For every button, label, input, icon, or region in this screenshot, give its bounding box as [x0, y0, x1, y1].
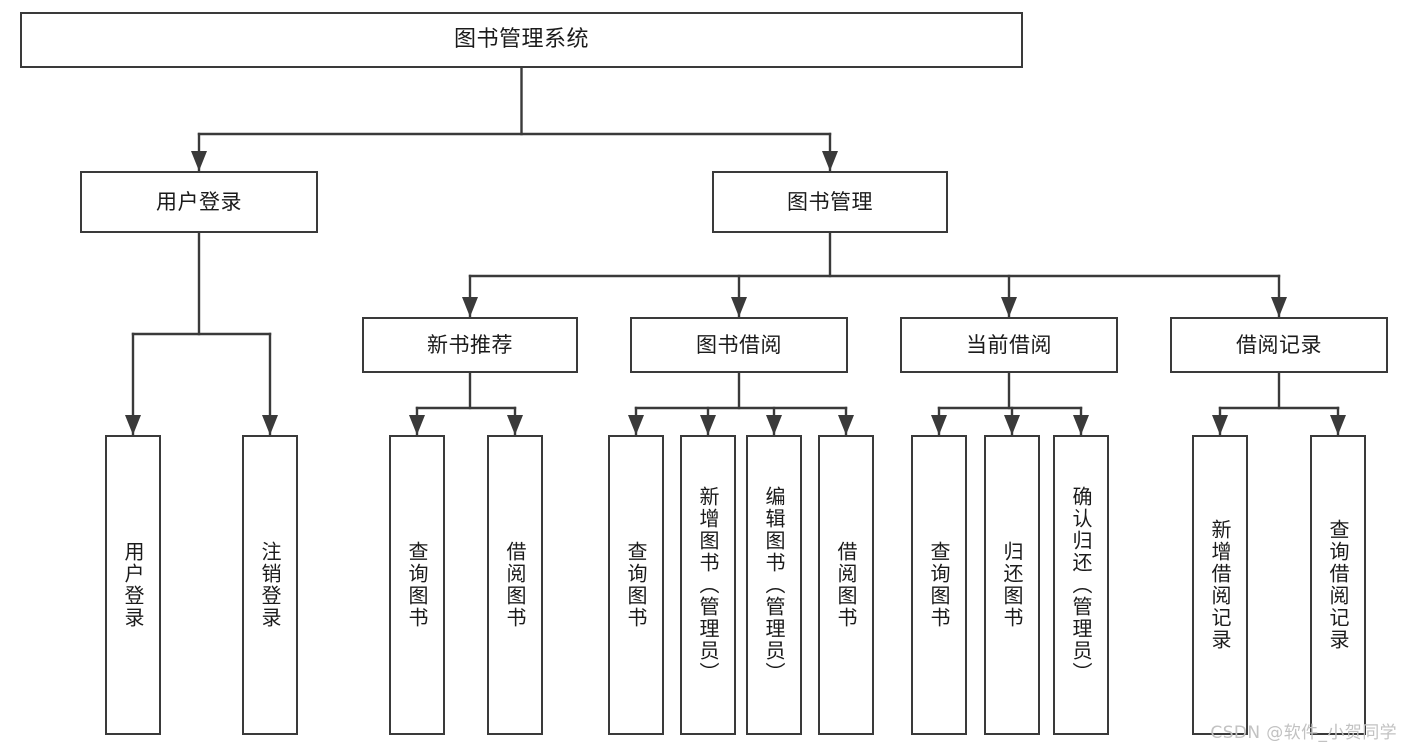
node-current-borrow[interactable]: 当前借阅 [900, 317, 1118, 373]
node-leaf-query-book-borrow[interactable]: 查询图书 [608, 435, 664, 735]
node-label-leaf-query-book-rec: 查询图书 [405, 541, 429, 629]
node-label-leaf-query-book-current: 查询图书 [927, 541, 951, 629]
arrow-icon-leaf-edit-book [766, 415, 782, 435]
node-leaf-add-borrow-record[interactable]: 新增借阅记录 [1192, 435, 1248, 735]
node-label-new-book-recommend: 新书推荐 [427, 332, 513, 357]
node-leaf-query-book-current[interactable]: 查询图书 [911, 435, 967, 735]
arrow-icon-leaf-return-book [1004, 415, 1020, 435]
arrow-icon-leaf-add-borrow-record [1212, 415, 1228, 435]
node-label-leaf-borrow-book: 借阅图书 [834, 541, 858, 629]
node-label-leaf-borrow-book-rec: 借阅图书 [503, 541, 527, 629]
node-leaf-return-book[interactable]: 归还图书 [984, 435, 1040, 735]
arrow-icon-leaf-query-book-borrow [628, 415, 644, 435]
node-leaf-borrow-book[interactable]: 借阅图书 [818, 435, 874, 735]
node-user-login[interactable]: 用户登录 [80, 171, 318, 233]
arrow-icon-new-book-recommend [462, 297, 478, 317]
node-label-book-borrow: 图书借阅 [696, 332, 782, 357]
node-label-leaf-confirm-return: 确认归还（管理员） [1069, 486, 1093, 684]
node-label-leaf-query-book-borrow: 查询图书 [624, 541, 648, 629]
node-leaf-borrow-book-rec[interactable]: 借阅图书 [487, 435, 543, 735]
node-book-borrow[interactable]: 图书借阅 [630, 317, 848, 373]
arrow-icon-user-login [191, 151, 207, 171]
node-label-user-login: 用户登录 [156, 189, 242, 214]
node-label-root: 图书管理系统 [453, 27, 589, 53]
arrow-icon-current-borrow [1001, 297, 1017, 317]
arrow-icon-book-borrow [731, 297, 747, 317]
node-leaf-query-book-rec[interactable]: 查询图书 [389, 435, 445, 735]
node-new-book-recommend[interactable]: 新书推荐 [362, 317, 578, 373]
arrow-icon-leaf-query-book-rec [409, 415, 425, 435]
arrow-icon-book-manage [822, 151, 838, 171]
arrow-icon-leaf-query-borrow-record [1330, 415, 1346, 435]
arrow-icon-leaf-add-book [700, 415, 716, 435]
node-leaf-add-book[interactable]: 新增图书（管理员） [680, 435, 736, 735]
node-label-leaf-user-login: 用户登录 [121, 541, 145, 629]
arrow-icon-borrow-record [1271, 297, 1287, 317]
arrow-icon-leaf-user-logout [262, 415, 278, 435]
arrow-icon-leaf-confirm-return [1073, 415, 1089, 435]
node-label-book-manage: 图书管理 [787, 189, 873, 214]
arrow-icon-leaf-user-login [125, 415, 141, 435]
node-label-borrow-record: 借阅记录 [1236, 332, 1322, 357]
node-label-leaf-add-book: 新增图书（管理员） [696, 486, 720, 684]
node-label-leaf-return-book: 归还图书 [1000, 541, 1024, 629]
arrow-icon-leaf-borrow-book [838, 415, 854, 435]
node-leaf-query-borrow-record[interactable]: 查询借阅记录 [1310, 435, 1366, 735]
node-label-leaf-user-logout: 注销登录 [258, 541, 282, 629]
node-label-leaf-add-borrow-record: 新增借阅记录 [1208, 519, 1232, 651]
node-borrow-record[interactable]: 借阅记录 [1170, 317, 1388, 373]
node-book-manage[interactable]: 图书管理 [712, 171, 948, 233]
node-root[interactable]: 图书管理系统 [20, 12, 1023, 68]
node-leaf-user-logout[interactable]: 注销登录 [242, 435, 298, 735]
node-leaf-user-login[interactable]: 用户登录 [105, 435, 161, 735]
arrow-icon-leaf-borrow-book-rec [507, 415, 523, 435]
node-label-leaf-query-borrow-record: 查询借阅记录 [1326, 519, 1350, 651]
node-leaf-edit-book[interactable]: 编辑图书（管理员） [746, 435, 802, 735]
node-leaf-confirm-return[interactable]: 确认归还（管理员） [1053, 435, 1109, 735]
node-label-leaf-edit-book: 编辑图书（管理员） [762, 486, 786, 684]
node-label-current-borrow: 当前借阅 [966, 332, 1052, 357]
arrow-icon-leaf-query-book-current [931, 415, 947, 435]
